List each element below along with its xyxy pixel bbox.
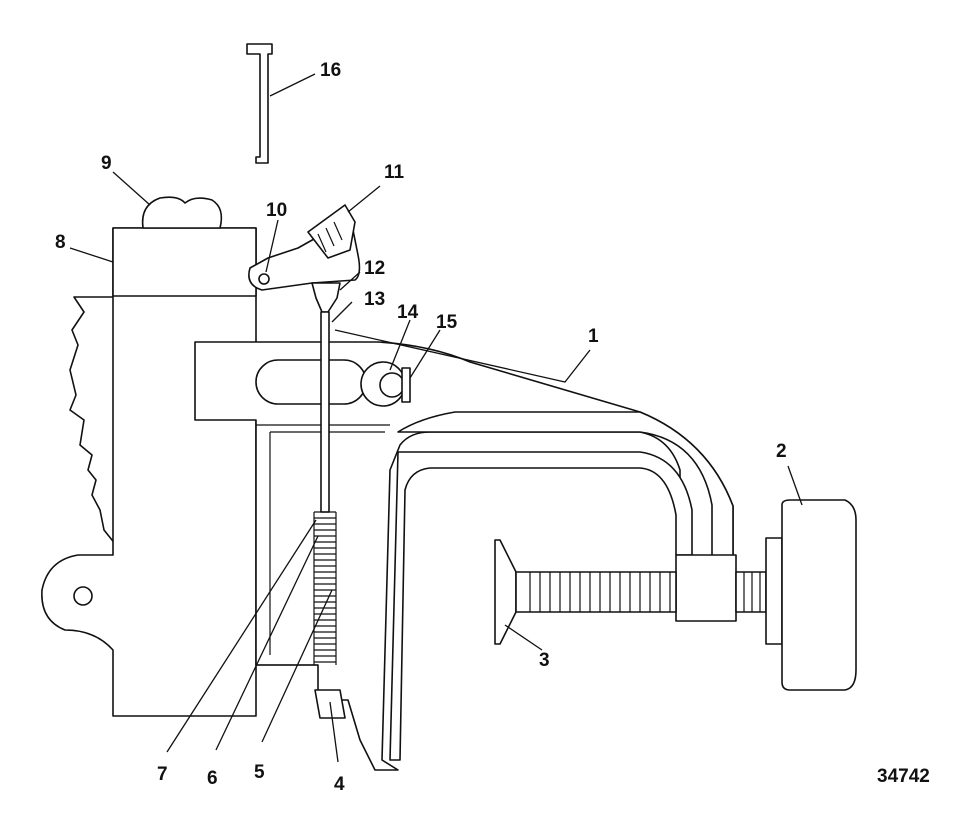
callout-6: 6 — [207, 768, 218, 789]
bolt-head-part-14 — [379, 372, 405, 398]
cap-block-part-8 — [112, 227, 257, 297]
top-knob-part-9 — [141, 196, 223, 229]
callout-1: 1 — [588, 326, 599, 347]
callout-4: 4 — [334, 774, 345, 795]
callout-7: 7 — [157, 764, 168, 785]
c-clamp-frame — [389, 411, 737, 761]
leader-lines — [69, 73, 803, 763]
callout-3: 3 — [539, 650, 550, 671]
pivot-hole — [73, 586, 93, 606]
callout-5: 5 — [254, 762, 265, 783]
callout-2: 2 — [776, 441, 787, 462]
threaded-collar — [675, 554, 737, 622]
callout-12: 12 — [364, 258, 385, 279]
adjust-slot — [255, 359, 367, 405]
rod-part-13 — [320, 311, 330, 513]
callout-8: 8 — [55, 232, 66, 253]
knob-part-2 — [765, 499, 857, 691]
callout-15: 15 — [436, 312, 458, 333]
callout-11: 11 — [384, 162, 405, 183]
retainer-part-15 — [401, 367, 411, 403]
lever-assembly — [141, 196, 361, 513]
callout-16: 16 — [320, 60, 341, 81]
pin-part-16 — [246, 43, 273, 164]
callout-10: 10 — [266, 200, 287, 221]
callout-14: 14 — [397, 302, 419, 323]
callout-9: 9 — [101, 153, 112, 174]
figure-number: 34742 — [877, 766, 930, 787]
callout-13: 13 — [364, 289, 385, 310]
callout-labels: 1 2 3 4 5 6 7 8 9 10 11 12 13 14 15 16 — [55, 60, 787, 795]
bracket-body — [41, 227, 734, 771]
plunger-part-12 — [311, 282, 341, 313]
spring-parts-5-7 — [313, 511, 337, 665]
lever-pivot — [258, 273, 270, 285]
latch-knob-part-11 — [307, 204, 356, 259]
